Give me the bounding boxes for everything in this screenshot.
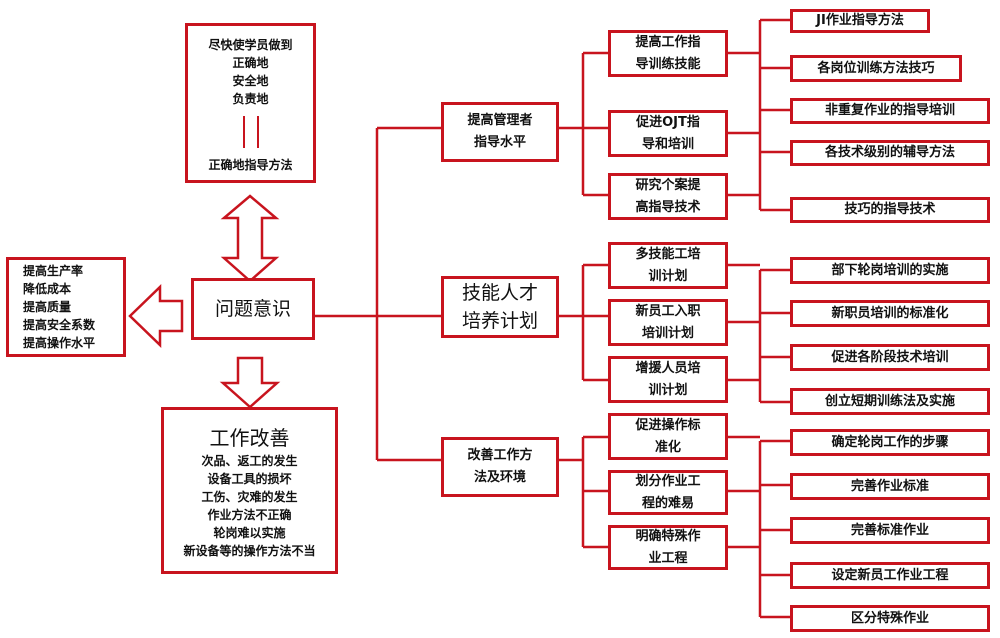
goal-conclusion: 正确地指导方法 bbox=[208, 158, 293, 172]
leaf-box: 创立短期训练法及实施 bbox=[790, 388, 990, 415]
connector-center-trunk bbox=[314, 126, 443, 462]
branch-label: 提高管理者 bbox=[467, 113, 533, 128]
leaf-box: 设定新员工作业工程 bbox=[790, 562, 990, 589]
leaf-label: 完善作业标准 bbox=[850, 478, 929, 494]
child-label: 训计划 bbox=[648, 268, 688, 284]
leaf-box: 新职员培训的标准化 bbox=[790, 300, 990, 327]
problem-awareness-box: 问题意识 bbox=[191, 278, 315, 340]
child-box: 提高工作指 导训练技能 bbox=[608, 30, 728, 77]
leaf-label: 创立短期训练法及实施 bbox=[824, 393, 955, 409]
leaf-label: 部下轮岗培训的实施 bbox=[831, 262, 949, 278]
issue-item: 新设备等的操作方法不当 bbox=[183, 544, 316, 558]
child-box: 研究个案提 高指导技术 bbox=[608, 173, 728, 220]
leaf-label: 各岗位训练方法技巧 bbox=[817, 60, 935, 76]
child-box: 增援人员培 训计划 bbox=[608, 356, 728, 403]
child-label: 训计划 bbox=[648, 382, 688, 398]
child-label: 业工程 bbox=[648, 550, 688, 566]
child-label: 导和培训 bbox=[641, 136, 694, 152]
leaf-label: 区分特殊作业 bbox=[850, 610, 929, 626]
goal-line: 尽快使学员做到 bbox=[208, 38, 293, 52]
goal-box: 尽快使学员做到 正确地 安全地 负责地 正确地指导方法 bbox=[185, 23, 316, 183]
benefit-item: 提高安全系数 bbox=[23, 318, 96, 332]
left-arrow-icon bbox=[128, 284, 184, 348]
benefit-item: 降低成本 bbox=[23, 282, 72, 296]
child-box: 促进操作标 准化 bbox=[608, 413, 728, 460]
branch-talent-training: 技能人才 培养计划 bbox=[441, 276, 559, 338]
issue-item: 设备工具的损坏 bbox=[207, 472, 292, 486]
child-box: 多技能工培 训计划 bbox=[608, 242, 728, 289]
leaf-label: 完善标准作业 bbox=[850, 522, 929, 538]
goal-line: 正确地 bbox=[232, 56, 269, 70]
benefit-item: 提高生产率 bbox=[23, 264, 84, 278]
issue-item: 次品、返工的发生 bbox=[201, 454, 298, 468]
child-label: 促进OJT指 bbox=[636, 114, 700, 130]
connector-leaves2 bbox=[727, 263, 792, 404]
child-box: 促进OJT指 导和培训 bbox=[608, 110, 728, 157]
child-box: 划分作业工 程的难易 bbox=[608, 470, 728, 515]
branch-label: 培养计划 bbox=[461, 310, 538, 332]
leaf-box: 促进各阶段技术培训 bbox=[790, 344, 990, 371]
child-label: 促进操作标 bbox=[635, 417, 701, 433]
branch-work-method: 改善工作方 法及环境 bbox=[441, 437, 559, 497]
child-box: 新员工入职 培训计划 bbox=[608, 299, 728, 346]
branch-label: 指导水平 bbox=[473, 135, 526, 150]
child-box: 明确特殊作 业工程 bbox=[608, 525, 728, 570]
leaf-label: 各技术级别的辅导方法 bbox=[824, 145, 955, 160]
leaf-label: 确定轮岗工作的步骤 bbox=[831, 434, 949, 450]
connector-branch1 bbox=[557, 51, 610, 197]
goal-line: 安全地 bbox=[232, 74, 269, 88]
leaf-label: 促进各阶段技术培训 bbox=[831, 349, 949, 365]
connector-branch3 bbox=[557, 435, 610, 549]
goal-line: 负责地 bbox=[232, 92, 269, 106]
leaf-label: JI作业指导方法 bbox=[816, 13, 904, 28]
leaf-box: 确定轮岗工作的步骤 bbox=[790, 429, 990, 456]
child-label: 研究个案提 bbox=[635, 177, 701, 193]
leaf-label: 新职员培训的标准化 bbox=[831, 305, 949, 321]
benefits-box: 提高生产率 降低成本 提高质量 提高安全系数 提高操作水平 bbox=[6, 257, 126, 357]
child-label: 程的难易 bbox=[641, 495, 694, 511]
down-arrow-icon bbox=[219, 356, 281, 409]
work-improvement-box: 工作改善 次品、返工的发生 设备工具的损坏 工伤、灾难的发生 作业方法不正确 轮… bbox=[161, 407, 338, 574]
leaf-box: 技巧的指导技术 bbox=[790, 197, 990, 223]
benefit-item: 提高操作水平 bbox=[23, 336, 96, 350]
leaf-box: 完善作业标准 bbox=[790, 473, 990, 500]
child-label: 多技能工培 bbox=[635, 246, 701, 262]
child-label: 高指导技术 bbox=[635, 199, 701, 215]
child-label: 培训计划 bbox=[641, 325, 694, 341]
leaf-box: 区分特殊作业 bbox=[790, 605, 990, 632]
issue-item: 轮岗难以实施 bbox=[213, 526, 286, 540]
benefit-item: 提高质量 bbox=[23, 300, 72, 314]
connector-branch2 bbox=[557, 263, 610, 382]
branch-management-guidance: 提高管理者 指导水平 bbox=[441, 102, 559, 162]
child-label: 增援人员培 bbox=[635, 360, 701, 376]
issue-item: 作业方法不正确 bbox=[207, 508, 292, 522]
problem-awareness-label: 问题意识 bbox=[214, 298, 291, 320]
leaf-label: 非重复作业的指导培训 bbox=[824, 103, 955, 118]
branch-label: 改善工作方 bbox=[467, 448, 533, 463]
leaf-box: 各岗位训练方法技巧 bbox=[790, 55, 962, 82]
work-improvement-title: 工作改善 bbox=[209, 426, 290, 450]
leaf-box: 完善标准作业 bbox=[790, 517, 990, 544]
leaf-label: 设定新员工作业工程 bbox=[831, 567, 949, 583]
issue-item: 工伤、灾难的发生 bbox=[201, 490, 298, 504]
branch-label: 技能人才 bbox=[461, 282, 538, 304]
connector-leaves1 bbox=[727, 18, 792, 212]
child-label: 划分作业工 bbox=[635, 473, 701, 489]
child-label: 导训练技能 bbox=[635, 56, 701, 72]
leaf-box: 非重复作业的指导培训 bbox=[790, 98, 990, 124]
child-label: 提高工作指 bbox=[635, 34, 701, 50]
leaf-box: 各技术级别的辅导方法 bbox=[790, 140, 990, 166]
child-label: 准化 bbox=[654, 439, 681, 455]
leaf-box: 部下轮岗培训的实施 bbox=[790, 257, 990, 284]
leaf-box: JI作业指导方法 bbox=[790, 9, 930, 33]
leaf-label: 技巧的指导技术 bbox=[844, 202, 936, 217]
child-label: 明确特殊作 bbox=[635, 528, 701, 544]
child-label: 新员工入职 bbox=[635, 303, 701, 319]
equals-icon bbox=[242, 108, 259, 156]
connector-leaves3 bbox=[727, 435, 792, 619]
double-arrow-icon bbox=[220, 194, 280, 283]
branch-label: 法及环境 bbox=[473, 470, 526, 485]
